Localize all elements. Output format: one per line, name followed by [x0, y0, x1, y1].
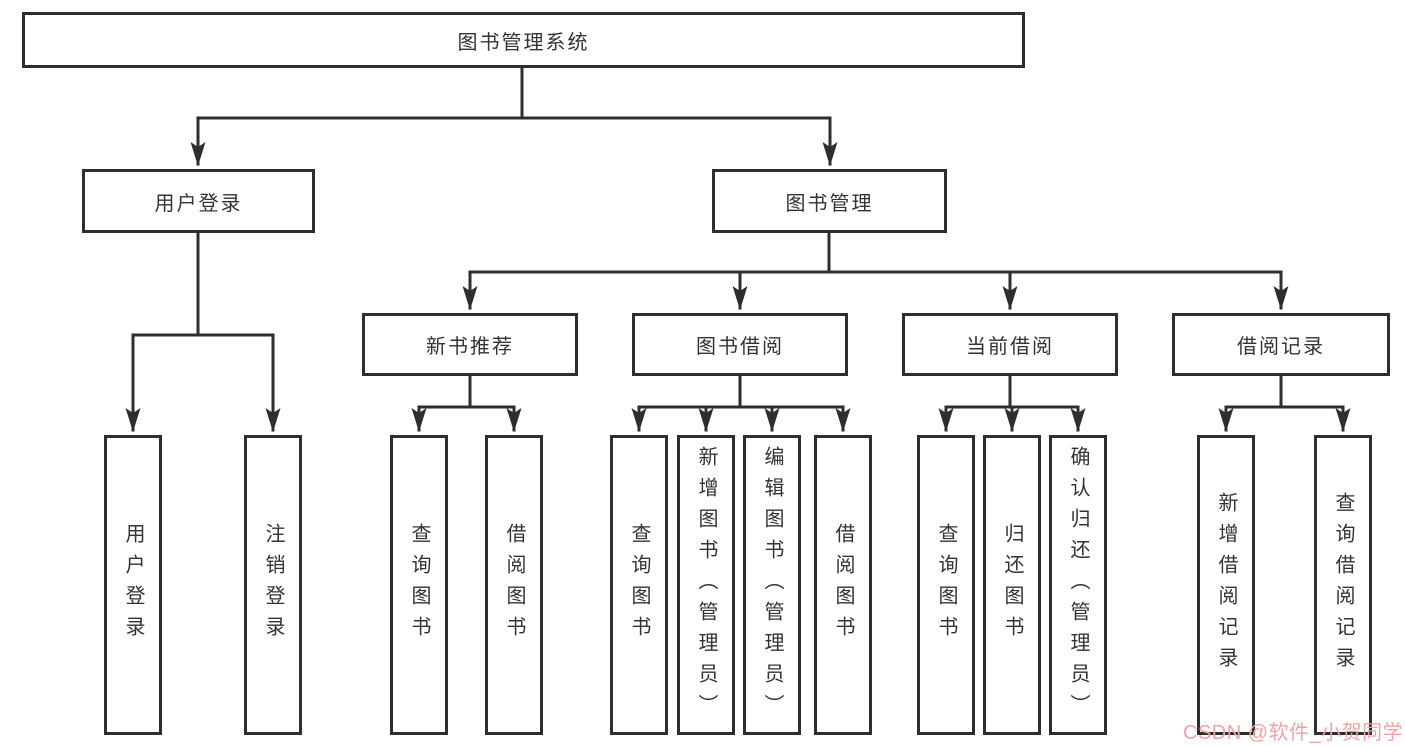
node-label: 查询图书 — [408, 523, 430, 647]
node-label: 注销登录 — [262, 523, 284, 647]
node-label: 归还图书 — [1001, 523, 1023, 647]
leaf-add-books-admin: 新增图书（管理员） — [677, 435, 735, 735]
node-label: 当前借阅 — [966, 336, 1054, 358]
node-borrow-records: 借阅记录 — [1172, 313, 1390, 376]
node-label: 新书推荐 — [426, 336, 514, 358]
node-label: 图书管理 — [785, 192, 874, 215]
node-book-management: 图书管理 — [712, 169, 947, 233]
node-label: 新增图书（管理员） — [695, 445, 717, 725]
leaf-query-books-3: 查询图书 — [917, 435, 975, 735]
node-label: 查询借阅记录 — [1332, 492, 1354, 678]
node-book-borrow: 图书借阅 — [632, 313, 848, 376]
leaf-confirm-return-admin: 确认归还（管理员） — [1049, 435, 1107, 735]
node-user-login: 用户登录 — [82, 169, 315, 233]
leaf-user-login: 用户登录 — [104, 435, 162, 735]
node-root-system: 图书管理系统 — [22, 12, 1025, 68]
leaf-edit-books-admin: 编辑图书（管理员） — [743, 435, 801, 735]
leaf-add-borrow-record: 新增借阅记录 — [1197, 435, 1255, 735]
node-label: 确认归还（管理员） — [1067, 445, 1089, 725]
csdn-watermark: CSDN @软件_小贺同学 — [1183, 722, 1404, 744]
node-label: 用户登录 — [154, 192, 243, 215]
node-current-borrow: 当前借阅 — [902, 313, 1118, 376]
leaf-borrow-books-2: 借阅图书 — [814, 435, 872, 735]
node-label: 编辑图书（管理员） — [761, 445, 783, 725]
node-label: 用户登录 — [122, 523, 144, 647]
leaf-borrow-books-1: 借阅图书 — [485, 435, 543, 735]
leaf-query-books-2: 查询图书 — [610, 435, 668, 735]
leaf-query-books-1: 查询图书 — [390, 435, 448, 735]
node-label: 借阅记录 — [1237, 336, 1325, 358]
node-label: 查询图书 — [935, 523, 957, 647]
node-label: 查询图书 — [628, 523, 650, 647]
node-label: 图书管理系统 — [457, 31, 590, 54]
leaf-return-books: 归还图书 — [983, 435, 1041, 735]
node-label: 新增借阅记录 — [1215, 492, 1237, 678]
node-label: 借阅图书 — [832, 523, 854, 647]
leaf-query-borrow-record: 查询借阅记录 — [1314, 435, 1372, 735]
node-label: 借阅图书 — [503, 523, 525, 647]
leaf-logout: 注销登录 — [244, 435, 302, 735]
node-label: 图书借阅 — [696, 336, 784, 358]
node-new-book-recommend: 新书推荐 — [362, 313, 578, 376]
